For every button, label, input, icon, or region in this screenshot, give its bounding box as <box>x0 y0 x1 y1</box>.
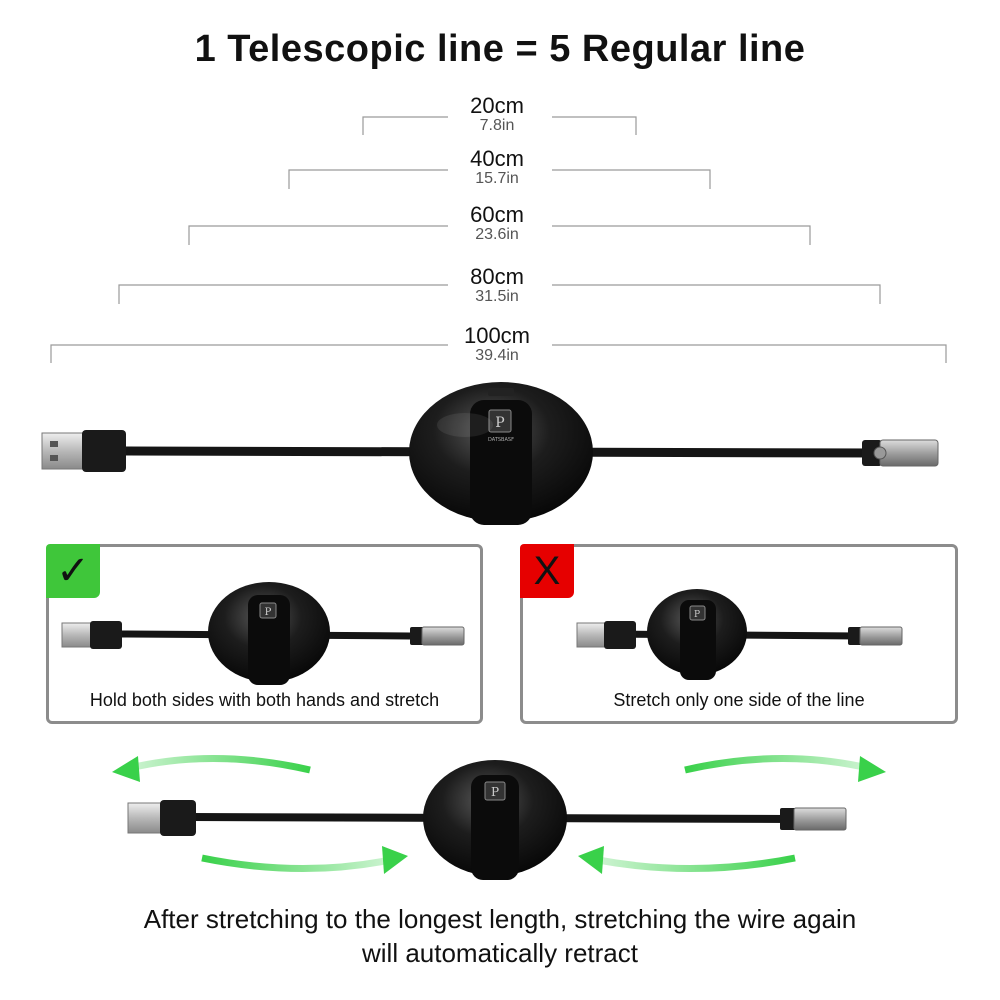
bracket-20cm <box>362 116 637 135</box>
bracket-60cm <box>188 225 811 245</box>
svg-text:P: P <box>495 415 504 431</box>
length-cm: 40cm <box>470 146 524 171</box>
length-cm: 20cm <box>470 93 524 118</box>
bracket-100cm <box>50 344 947 363</box>
arrow-right-inward-icon <box>597 854 796 873</box>
length-label-80: 80cm 31.5in <box>397 264 597 306</box>
headline: 1 Telescopic line = 5 Regular line <box>194 28 806 70</box>
usb-a-plug <box>41 432 85 470</box>
length-inch: 15.7in <box>475 170 519 187</box>
retract-instruction-line1: After stretching to the longest length, … <box>143 904 857 934</box>
magnetic-connector <box>879 439 939 467</box>
svg-text:DATSBASF: DATSBASF <box>488 437 514 443</box>
svg-text:P: P <box>491 785 499 799</box>
reel-body <box>409 382 593 522</box>
length-inch: 23.6in <box>475 226 519 243</box>
length-inch: 7.8in <box>479 117 515 134</box>
length-cm: 60cm <box>470 202 524 227</box>
retract-instruction-line2: will automatically retract <box>362 938 638 968</box>
arrow-left-outward-icon <box>129 755 311 774</box>
brand-logo <box>488 409 512 433</box>
wrong-usage-caption: Stretch only one side of the line <box>613 690 865 710</box>
bracket-80cm <box>118 284 881 304</box>
length-label-20: 20cm 7.8in <box>397 93 597 135</box>
arrow-left-inward-icon <box>201 854 391 872</box>
length-inch: 39.4in <box>475 347 519 364</box>
retract-instruction: After stretching to the longest length, … <box>0 902 1000 970</box>
usb-plug-housing <box>82 430 126 472</box>
reel-clip <box>470 400 532 525</box>
correct-usage-panel: ✓ Hold both sides with both hands and st… <box>46 544 483 724</box>
main-cable-illustration: P DATSBASF <box>41 382 939 525</box>
length-cm: 100cm <box>463 323 531 348</box>
bracket-40cm <box>288 169 711 189</box>
length-scale <box>50 116 947 363</box>
length-cm: 80cm <box>470 264 524 289</box>
length-inch: 31.5in <box>475 288 519 305</box>
retract-demo-illustration: P <box>112 755 886 880</box>
wrong-usage-panel: X Stretch only one side of the line <box>520 544 958 724</box>
arrow-right-outward-icon <box>684 755 869 774</box>
length-label-100: 100cm 39.4in <box>397 323 597 365</box>
correct-usage-caption: Hold both sides with both hands and stre… <box>89 690 440 710</box>
check-icon: ✓ <box>46 544 100 598</box>
length-label-40: 40cm 15.7in <box>397 146 597 188</box>
cable-wire <box>119 446 881 458</box>
length-label-60: 60cm 23.6in <box>397 202 597 244</box>
cross-icon: X <box>520 544 574 598</box>
